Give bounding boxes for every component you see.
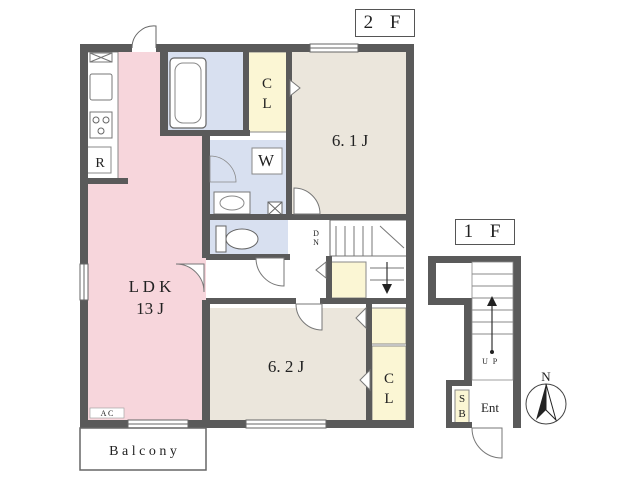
closet-b-label-l: L (384, 391, 393, 407)
compass-north-label: N (541, 369, 551, 384)
toilet-icon (225, 228, 259, 250)
stairs-up-label-u: U (482, 357, 488, 366)
fridge-label: R (95, 156, 105, 171)
closet-a-label-l: L (262, 96, 271, 112)
balcony (79, 427, 207, 471)
walls-1f (428, 256, 521, 428)
closet-b-label-c: C (384, 371, 394, 387)
floor-tag-2f: 2 F (355, 9, 415, 37)
closet-a (246, 51, 288, 133)
washer-space (251, 147, 283, 175)
stairs-down-label-n: N (313, 238, 319, 247)
door-swing-top (131, 25, 157, 49)
door-bedroom-b (295, 303, 323, 331)
ldk-size-label: 13 J (136, 299, 164, 318)
bedroom-b-floor (210, 308, 366, 420)
stove-icon (89, 111, 113, 139)
kitchen-sink-icon (89, 73, 113, 101)
floor-tag-1f: 1 F (455, 219, 515, 245)
bedroom-b-label: 6. 2 J (268, 357, 305, 376)
shoe-box-label-s: S (459, 393, 465, 405)
stairs-down-label-d: D (313, 229, 319, 238)
bedroom-a-label: 6. 1 J (332, 131, 369, 150)
compass-icon: N (525, 369, 567, 425)
closet-b-upper (369, 307, 407, 345)
shoe-box-label-b: B (458, 408, 465, 420)
toilet-tank (215, 225, 227, 253)
storage-2f (329, 261, 367, 299)
door-bedroom-a (293, 187, 321, 215)
door-ldk (175, 263, 205, 293)
balcony-label: B a l c o n y (109, 444, 177, 459)
stairs-up-label-p: P (493, 357, 498, 366)
ldk-label: L D K (129, 277, 173, 296)
aircon-label: A C (101, 409, 114, 418)
entrance-door (471, 427, 503, 459)
closet-a-label-c: C (262, 76, 272, 92)
entrance-label: Ent (481, 400, 499, 415)
fridge-space (86, 146, 112, 174)
aircon-unit (89, 407, 125, 419)
bedroom-a-floor (290, 52, 408, 216)
washroom-label: W (258, 151, 275, 170)
door-toilet (255, 257, 285, 287)
